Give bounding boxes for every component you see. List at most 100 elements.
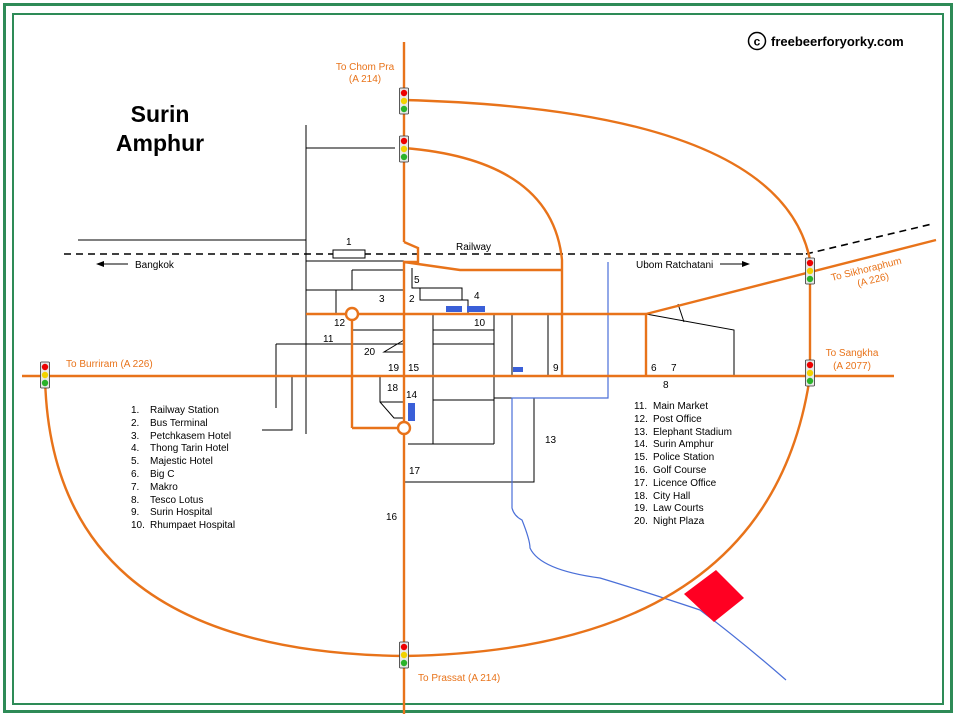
legend-item-name: Majestic Hotel <box>150 456 213 468</box>
legend-item-name: Licence Office <box>653 477 717 489</box>
map-marker-2: 2 <box>409 294 415 305</box>
legend-item: 16. Golf Course <box>634 465 732 478</box>
highlight-marker <box>684 570 744 622</box>
legend-item: 7. Makro <box>131 482 235 495</box>
legend-item-name: Rhumpaet Hospital <box>150 520 236 532</box>
legend-item-number: 16. <box>634 464 648 476</box>
map-marker-3: 3 <box>379 294 385 305</box>
legend-item-name: Big C <box>150 468 175 480</box>
building-rhumpaet <box>467 306 485 312</box>
road-label-burriram: To Burriram (A 226) <box>66 359 153 370</box>
location-numbers: 1 2 3 4 5 6 7 8 9 10 11 12 13 14 15 16 1… <box>323 237 677 523</box>
legend-item-number: 7. <box>131 481 140 493</box>
map-frame-inner <box>12 13 944 705</box>
building-surin-hospital <box>513 367 523 372</box>
legend-item-name: Makro <box>150 481 178 493</box>
legend-item-name: Surin Amphur <box>653 439 714 451</box>
map-marker-6: 6 <box>651 363 657 374</box>
legend-item-number: 8. <box>131 494 140 506</box>
map-marker-15: 15 <box>408 363 420 374</box>
legend-left: 1. Railway Station 2. Bus Terminal 3. Petchka… <box>131 405 235 533</box>
legend-item-name: Tesco Lotus <box>150 494 204 506</box>
copyright-icon <box>747 31 767 51</box>
legend-item: 17. Licence Office <box>634 478 732 491</box>
legend-item-number: 5. <box>131 456 140 468</box>
map-marker-13: 13 <box>545 435 557 446</box>
legend-item-name: Post Office <box>653 413 702 425</box>
traffic-light-west <box>40 361 50 389</box>
legend-item: 19. Law Courts <box>634 503 732 516</box>
traffic-light-north-1 <box>399 87 409 115</box>
legend-item: 13.Elephant Stadium <box>634 427 732 440</box>
traffic-lights <box>40 87 815 669</box>
legend-item: 15. Police Station <box>634 452 732 465</box>
railway-label: Railway <box>456 242 491 253</box>
road-label-chom-pra-code: (A 214) <box>349 74 381 85</box>
legend-item-number: 14. <box>634 439 648 451</box>
legend-item: 14. Surin Amphur <box>634 439 732 452</box>
copyright-letter: c <box>754 35 761 49</box>
map-marker-18: 18 <box>387 383 399 394</box>
legend-item: 3. Petchkasem Hotel <box>131 431 235 444</box>
building-surin-amphur <box>408 403 415 421</box>
legend-item: 20.Night Plaza <box>634 516 732 529</box>
railway-ubon-label: Ubom Ratchatani <box>636 260 713 271</box>
copyright-text[interactable]: freebeerforyorky.com <box>771 34 904 49</box>
map-title-line2: Amphur <box>116 130 204 156</box>
legend-item-number: 19. <box>634 503 648 515</box>
building-markers <box>408 306 523 421</box>
legend-item: 2. Bus Terminal <box>131 418 235 431</box>
map-frame-outer <box>3 3 953 713</box>
road-label-chom-pra: To Chom Pra <box>336 62 395 73</box>
legend-item-name: Elephant Stadium <box>653 426 732 438</box>
legend-item: 11.Main Market <box>634 401 732 414</box>
legend-item-number: 10. <box>131 520 145 532</box>
map-marker-4: 4 <box>474 291 480 302</box>
legend-item-name: Railway Station <box>150 405 219 416</box>
traffic-light-south <box>399 641 409 669</box>
legend-item-name: City Hall <box>653 490 691 502</box>
legend-item-number: 3. <box>131 430 140 442</box>
map-marker-11: 11 <box>323 334 334 345</box>
legend-item-number: 15. <box>634 452 648 464</box>
map-marker-5: 5 <box>414 275 420 286</box>
legend-item: 18. City Hall <box>634 491 732 504</box>
building-thong-tarin <box>446 306 462 312</box>
railway-bangkok-label: Bangkok <box>135 260 175 271</box>
railway-line <box>64 223 933 267</box>
legend-item-number: 2. <box>131 417 140 429</box>
legend-item: 9.Surin Hospital <box>131 507 235 520</box>
road-label-prassat: To Prassat (A 214) <box>418 673 500 684</box>
map-marker-12: 12 <box>334 318 346 329</box>
map-marker-7: 7 <box>671 363 677 374</box>
map-marker-17: 17 <box>409 466 421 477</box>
legend-item-number: 18. <box>634 490 648 502</box>
traffic-light-north-2 <box>399 135 409 163</box>
legend-item: 10. Rhumpaet Hospital <box>131 520 235 533</box>
legend-item-number: 6. <box>131 468 140 480</box>
map-marker-19: 19 <box>388 363 400 374</box>
legend-item-number: 17. <box>634 477 648 489</box>
map-marker-14: 14 <box>406 390 418 401</box>
legend-item-name: Police Station <box>653 452 715 464</box>
legend-item-number: 11. <box>634 401 648 412</box>
legend-item: 12.Post Office <box>634 414 732 427</box>
map-marker-16: 16 <box>386 512 398 523</box>
legend-item: 5. Majestic Hotel <box>131 456 235 469</box>
map-marker-9: 9 <box>553 363 559 374</box>
legend-item-name: Petchkasem Hotel <box>150 430 232 442</box>
road-label-sangkha-code: (A 2077) <box>833 361 871 372</box>
map-title-line1: Surin <box>131 101 190 127</box>
legend-item-name: Bus Terminal <box>150 417 208 429</box>
legend-item-name: Surin Hospital <box>150 507 213 519</box>
legend-item: 6. Big C <box>131 469 235 482</box>
legend-item: 8. Tesco Lotus <box>131 495 235 508</box>
map-marker-10: 10 <box>474 318 486 329</box>
legend-item-name: Law Courts <box>653 503 704 515</box>
legend-item-name: Golf Course <box>653 464 707 476</box>
legend-item-number: 1. <box>131 405 140 416</box>
map-marker-20: 20 <box>364 347 376 358</box>
road-label-sangkha: To Sangkha <box>826 348 879 359</box>
